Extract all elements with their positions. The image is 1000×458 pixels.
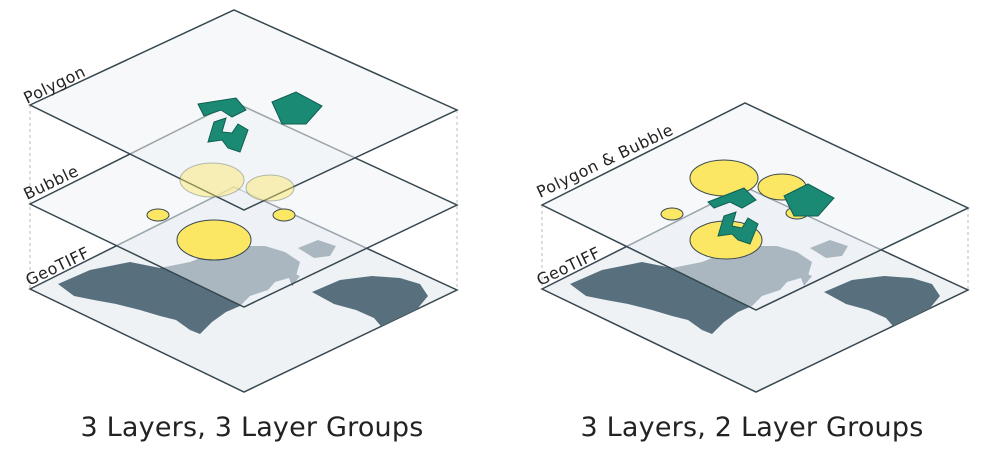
polygon-shape-2 bbox=[207, 117, 249, 153]
polygon-bubble-layer: Polygon & Bubble bbox=[534, 102, 970, 311]
left-diagram: GeoTIFF Bubble Polygon bbox=[21, 9, 459, 393]
bubble-large-right bbox=[689, 159, 759, 197]
caption-right: 3 Layers, 2 Layer Groups bbox=[580, 412, 924, 443]
bubble-small-right bbox=[272, 208, 296, 222]
bubble-faded-left bbox=[179, 162, 245, 198]
bubble-small-left bbox=[146, 208, 170, 222]
polygon-shape-3 bbox=[271, 91, 323, 125]
bubble-faded-right bbox=[245, 174, 295, 202]
caption-left: 3 Layers, 3 Layer Groups bbox=[80, 412, 424, 443]
right-diagram: GeoTIFF Polygon & Bubble bbox=[534, 102, 970, 393]
polygon-shape-3-right bbox=[783, 183, 835, 217]
bubble-small-left-right bbox=[660, 207, 684, 221]
polygon-shape-1 bbox=[197, 97, 247, 118]
polygon-shape-2-right bbox=[717, 211, 759, 245]
polygon-shape-1-right bbox=[707, 187, 757, 209]
bubble-large bbox=[176, 219, 252, 261]
